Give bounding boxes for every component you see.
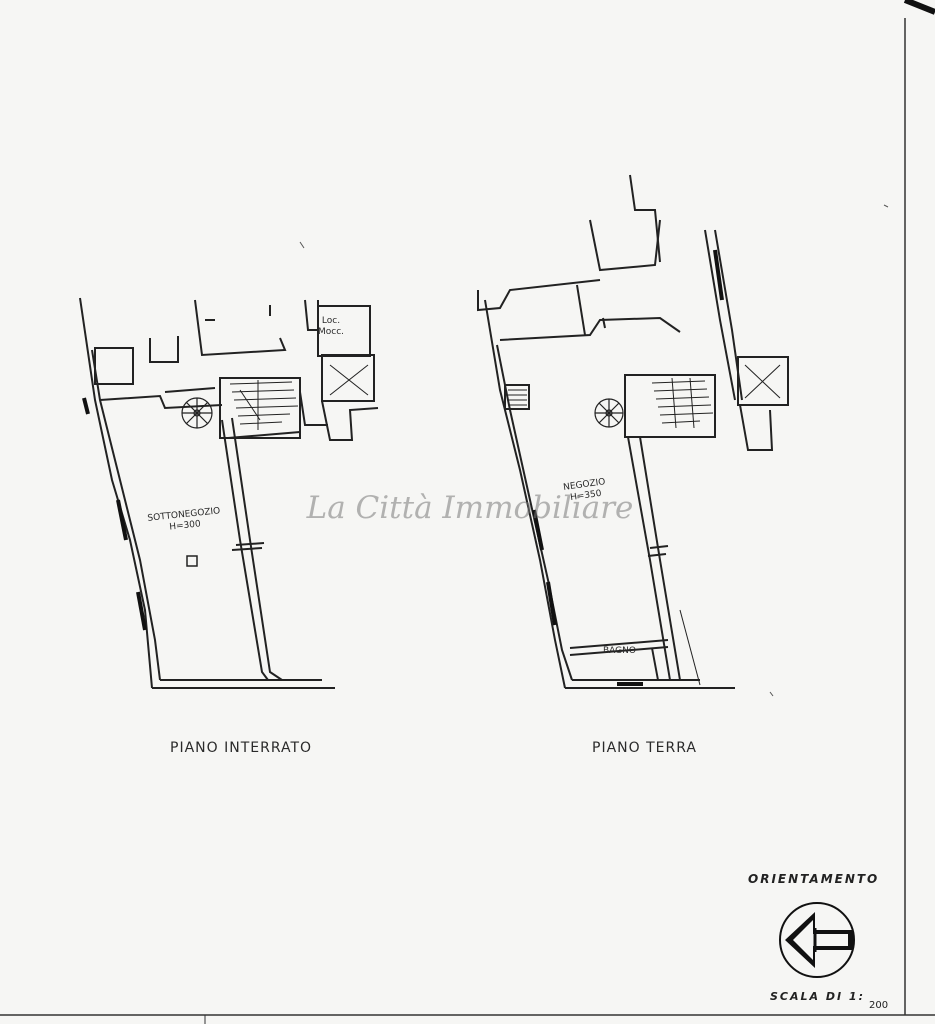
basement-spiral-stair [181,397,213,429]
storage-label: Loc. Mocc. [318,316,344,338]
ground-plan-title: PIANO TERRA [592,740,697,756]
storage-label-line2: Mocc. [318,327,345,337]
orientation-label: ORIENTAMENTO [748,872,880,886]
scale-label: SCALA DI 1: [770,990,865,1003]
scan-marks [299,204,889,697]
scale-value: 200 [869,1000,889,1011]
ground-spiral-stair [594,398,624,428]
north-arrow-left-icon [779,902,855,978]
ground-plan [477,174,789,689]
basement-plan [79,297,379,689]
storage-label-line1: Loc. [321,316,341,326]
basement-plan-title: PIANO INTERRATO [170,740,313,756]
watermark: La Città Immobiliare [306,490,634,526]
bathroom-label: BAGNO [603,646,636,656]
